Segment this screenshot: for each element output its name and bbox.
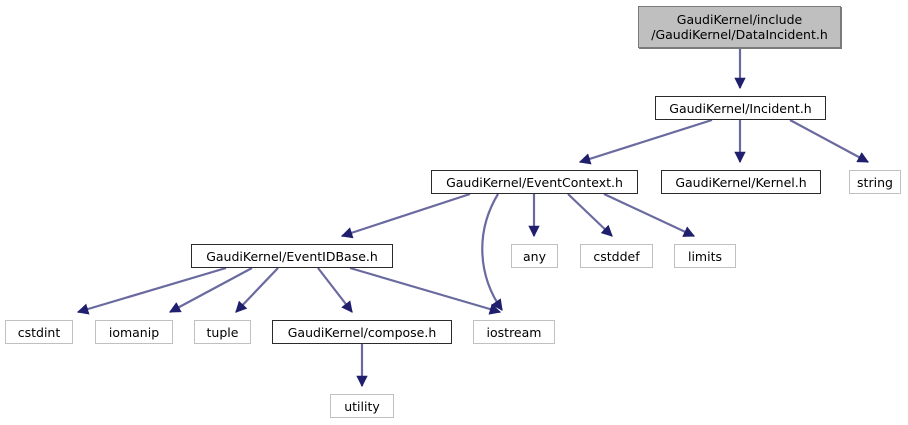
edge-eventidbase-to-tuple: [235, 267, 279, 313]
node-incident[interactable]: GaudiKernel/Incident.h: [655, 96, 826, 120]
node-dataincident-root[interactable]: GaudiKernel/include /GaudiKernel/DataInc…: [638, 6, 841, 48]
node-iostream[interactable]: iostream: [473, 320, 555, 344]
edge-eventidbase-to-cstdint: [76, 266, 227, 315]
edge-eventidbase-to-iomanip: [168, 267, 253, 313]
node-string[interactable]: string: [849, 170, 901, 194]
edge-incident-to-eventcontext: [578, 118, 713, 165]
node-compose[interactable]: GaudiKernel/compose.h: [272, 320, 452, 344]
node-cstddef[interactable]: cstddef: [580, 244, 653, 268]
edge-eventcontext-to-iostream: [481, 193, 503, 311]
node-limits[interactable]: limits: [674, 244, 736, 268]
edge-eventidbase-to-iostream: [349, 266, 502, 315]
node-eventcontext[interactable]: GaudiKernel/EventContext.h: [431, 170, 638, 194]
node-tuple[interactable]: tuple: [194, 320, 251, 344]
node-iomanip[interactable]: iomanip: [95, 320, 173, 344]
node-cstdint[interactable]: cstdint: [5, 320, 73, 344]
node-utility[interactable]: utility: [330, 394, 394, 418]
edge-eventcontext-to-eventidbase: [340, 192, 471, 239]
edge-eventcontext-to-cstddef: [567, 193, 613, 237]
node-eventidbase[interactable]: GaudiKernel/EventIDBase.h: [191, 244, 393, 268]
edge-eventcontext-to-limits: [603, 193, 696, 237]
edge-incident-to-string: [789, 119, 870, 163]
edge-eventidbase-to-compose: [317, 267, 353, 313]
node-any[interactable]: any: [511, 244, 558, 268]
node-kernel[interactable]: GaudiKernel/Kernel.h: [661, 170, 821, 194]
